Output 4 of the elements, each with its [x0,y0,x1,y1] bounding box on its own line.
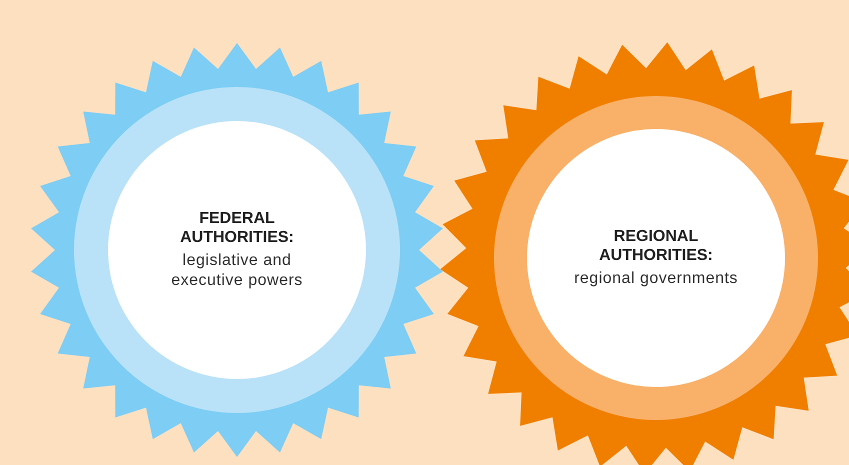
heading-text: FEDERAL AUTHORITIES: [179,209,295,247]
heading-text: REGIONAL AUTHORITIES: [598,227,714,265]
body-text: legislative and executive powers [170,251,304,291]
body-text: regional governments [573,269,739,289]
